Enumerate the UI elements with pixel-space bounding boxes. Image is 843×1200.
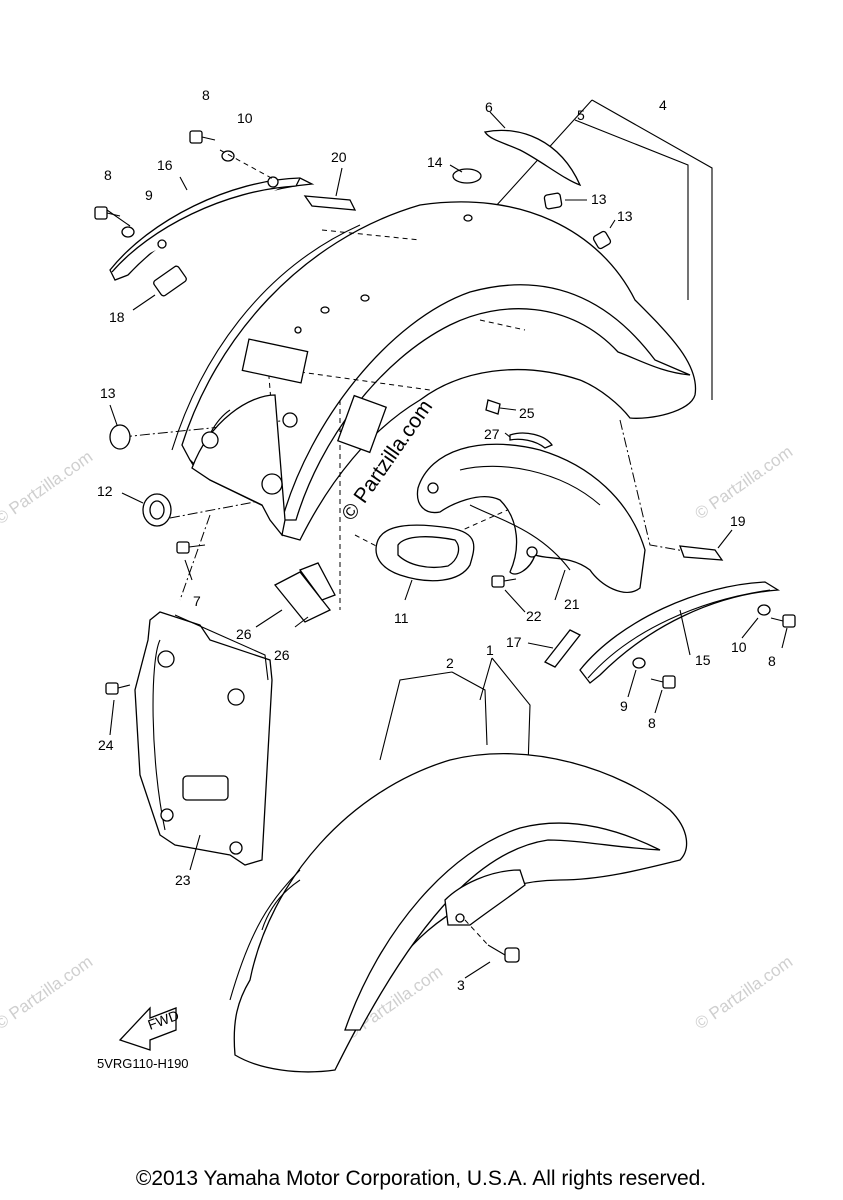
callout-4: 4: [659, 97, 667, 113]
callout-13: 13: [100, 385, 116, 401]
callout-8: 8: [648, 715, 656, 731]
callout-10: 10: [731, 639, 747, 655]
pad-26-a: [273, 571, 332, 623]
callout-16: 16: [157, 157, 173, 173]
callout-26: 26: [274, 647, 290, 663]
callout-7: 7: [193, 593, 201, 609]
callout-10: 10: [237, 110, 253, 126]
callout-9: 9: [145, 187, 153, 203]
callout-13: 13: [591, 191, 607, 207]
callout-14: 14: [427, 154, 443, 170]
bolt-22: [491, 575, 517, 588]
callout-3: 3: [457, 977, 465, 993]
callout-25: 25: [519, 405, 535, 421]
callout-21: 21: [564, 596, 580, 612]
bolt-3: [487, 944, 520, 963]
reflector-17: [543, 629, 582, 668]
callout-19: 19: [730, 513, 746, 529]
callout-15: 15: [695, 652, 711, 668]
callout-17: 17: [506, 634, 522, 650]
side-cover-window: [182, 775, 229, 801]
callout-13: 13: [617, 208, 633, 224]
callout-24: 24: [98, 737, 114, 753]
callout-18: 18: [109, 309, 125, 325]
callout-23: 23: [175, 872, 191, 888]
watermark-tile: © Partzilla.com: [0, 447, 96, 528]
callout-12: 12: [97, 483, 113, 499]
plug-14: [452, 168, 482, 184]
bolt-8-right: [770, 614, 796, 628]
front-fender-bracket: [444, 869, 526, 926]
side-rail-15: [579, 581, 781, 684]
leader-6: [489, 111, 506, 129]
washer-10-right: [757, 604, 771, 616]
side-rail-16: [109, 177, 315, 281]
bolt-8-left: [94, 206, 121, 220]
callout-5: 5: [577, 107, 585, 123]
leader-1-2: [379, 657, 531, 861]
grommet-12: [142, 493, 172, 527]
bolt-8-lower: [650, 675, 676, 689]
washer-9: [121, 226, 135, 238]
watermark-tile: © Partzilla.com: [0, 952, 96, 1033]
callout-26: 26: [236, 626, 252, 642]
grommet-13-left: [109, 424, 131, 450]
callout-2: 2: [446, 655, 454, 671]
inner-fender-21: [416, 443, 646, 593]
grommet-13-a: [543, 192, 563, 210]
callout-1: 1: [486, 642, 494, 658]
reflector-20: [303, 195, 357, 211]
reflector-bracket: [241, 338, 309, 384]
grommet-13-b: [592, 230, 612, 250]
bolt-24: [105, 682, 131, 695]
tail-light-11: [375, 524, 475, 582]
reflector-19: [679, 545, 724, 561]
nut-25: [485, 399, 501, 415]
clamp-27: [509, 432, 553, 449]
copyright-text: ©2013 Yamaha Motor Corporation, U.S.A. A…: [136, 1167, 706, 1190]
side-rail-16-inner: [111, 177, 301, 273]
watermark-tile: © Partzilla.com: [691, 442, 796, 523]
watermark-tile: © Partzilla.com: [691, 952, 796, 1033]
callout-11: 11: [394, 610, 409, 626]
rear-fender-stripe: [281, 284, 691, 521]
bolt-8-top: [189, 130, 216, 144]
grommet-hole: [282, 412, 298, 428]
bolt-7: [176, 541, 206, 554]
callout-8: 8: [768, 653, 776, 669]
callout-9: 9: [620, 698, 628, 714]
decal-6: [483, 129, 582, 187]
side-cover-23: [134, 611, 273, 866]
washer-9-right: [632, 657, 646, 669]
callout-22: 22: [526, 608, 542, 624]
washer-10: [221, 150, 235, 162]
callout-8: 8: [104, 167, 112, 183]
diagram-code: 5VRG110-H190: [97, 1056, 189, 1071]
callout-labels: 1 2 3 4 5 6 7 8 8 8 8 9 9 10 10 11 12 13…: [97, 87, 776, 993]
grommet-hole-2: [261, 473, 283, 495]
reflector-18: [153, 265, 187, 297]
reflector-bracket-2: [336, 394, 388, 454]
callout-6: 6: [485, 99, 493, 115]
callout-27: 27: [484, 426, 500, 442]
fwd-arrow-icon: FWD: [118, 1006, 181, 1051]
pad-26-b: [298, 562, 336, 601]
callout-20: 20: [331, 149, 347, 165]
callout-8: 8: [202, 87, 210, 103]
grommet-hole-3: [201, 431, 219, 449]
